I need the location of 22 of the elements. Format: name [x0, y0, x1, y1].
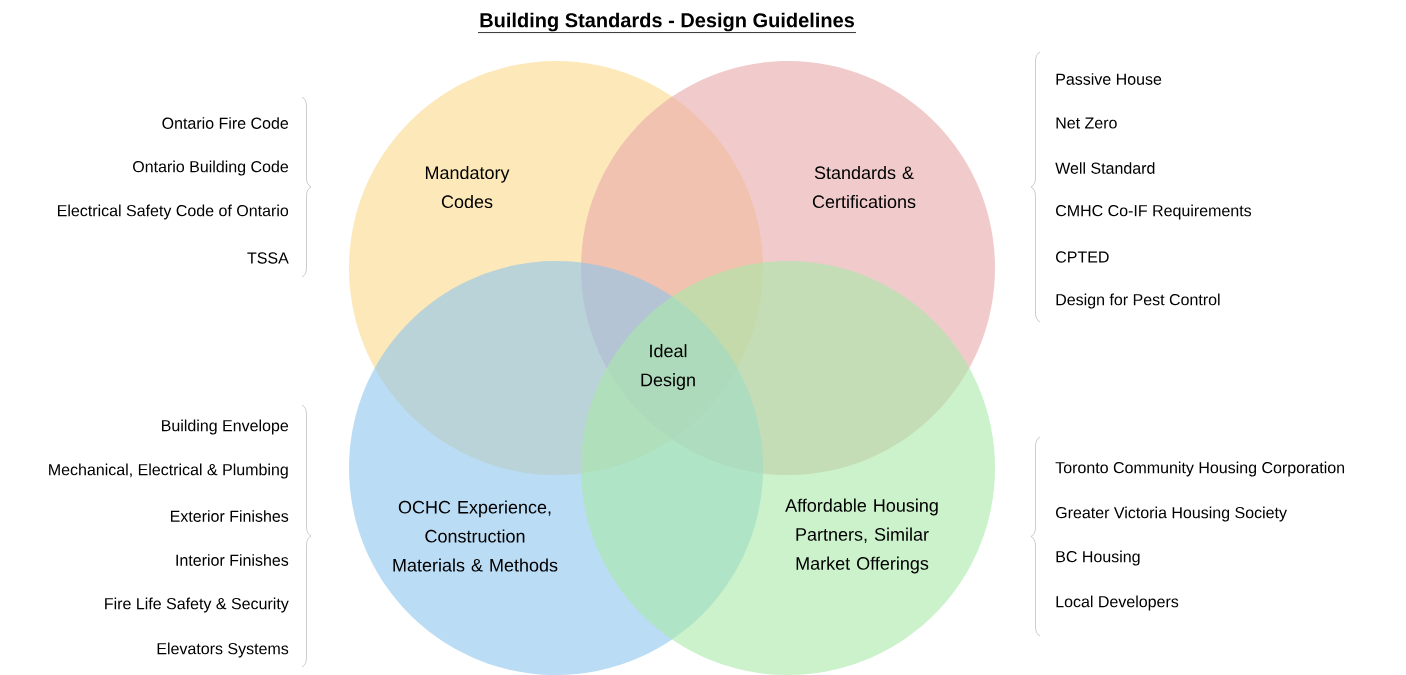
list-item: Net Zero — [1056, 117, 1117, 129]
list-item: Design for Pest Control — [1056, 293, 1220, 309]
list-item: BC Housing — [1056, 550, 1140, 566]
list-item: CPTED — [1056, 251, 1109, 263]
list-item: Ontario Building Code — [133, 160, 289, 176]
list-item: Mechanical, Electrical & Plumbing — [49, 463, 288, 479]
list-item: CMHC Co-IF Requirements — [1056, 204, 1252, 220]
list-item: Passive House — [1056, 73, 1162, 85]
list-item: TSSA — [247, 252, 289, 264]
list-item: Exterior Finishes — [170, 510, 289, 522]
list-item: Building Envelope — [162, 419, 289, 435]
list-item: Greater Victoria Housing Society — [1056, 506, 1287, 522]
list-item: Electrical Safety Code of Ontario — [58, 204, 289, 220]
center-label: Ideal Design — [641, 344, 695, 390]
list-item: Fire Life Safety & Security — [105, 597, 289, 613]
list-item: Interior Finishes — [176, 554, 289, 566]
list-item: Elevators Systems — [157, 642, 289, 658]
list-item: Local Developers — [1056, 595, 1179, 611]
title: Building Standards - Design Guidelines — [477, 12, 857, 33]
list-item: Toronto Community Housing Corporation — [1055, 461, 1345, 477]
list-item: Well Standard — [1055, 162, 1155, 174]
list-item: Ontario Fire Code — [162, 117, 289, 129]
